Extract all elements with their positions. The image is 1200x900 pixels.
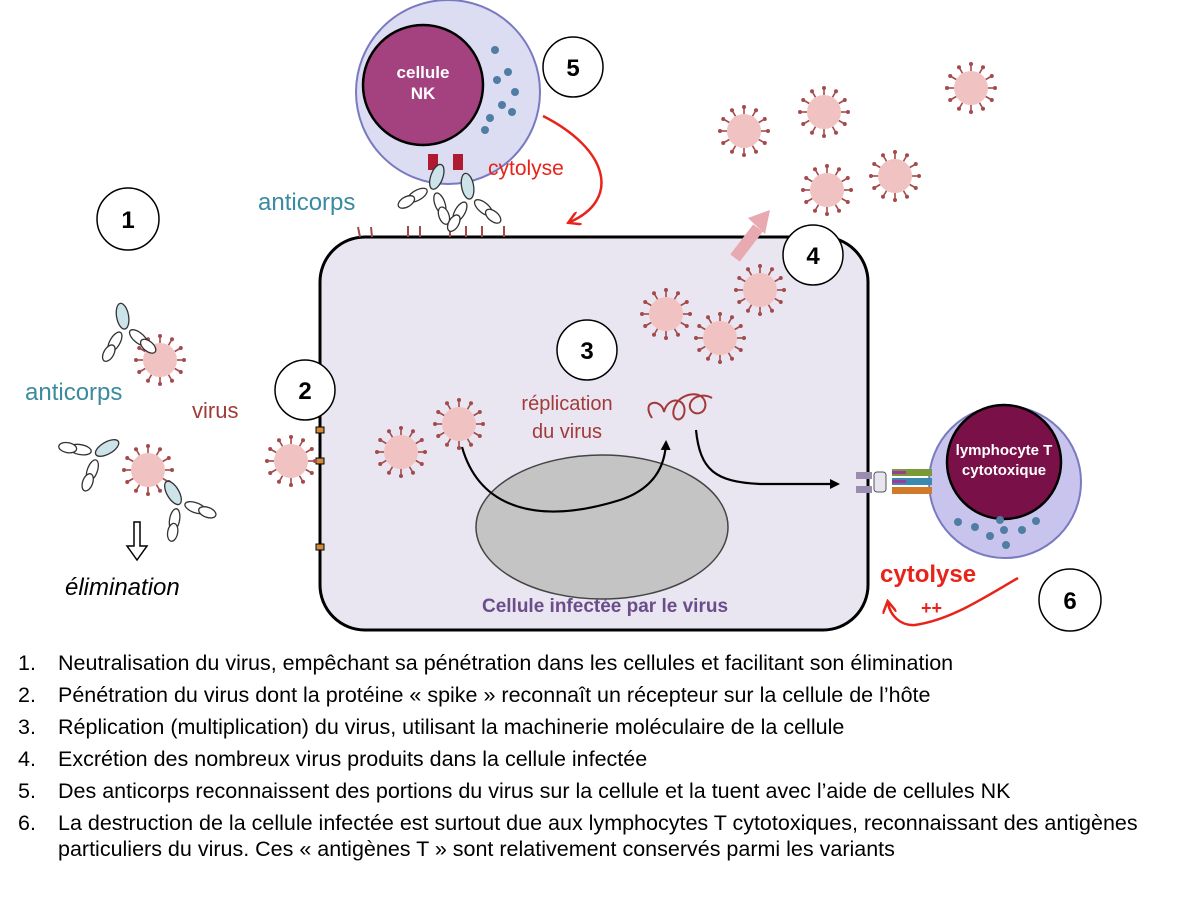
svg-text:2: 2: [298, 378, 311, 405]
virus-particle: [694, 312, 746, 364]
membrane-viral-antigens: [357, 226, 505, 238]
virus-group: [122, 62, 997, 496]
svg-text:4: 4: [806, 243, 820, 270]
nk-receptor: [453, 154, 463, 170]
nk-cell-label-1: cellule: [397, 63, 450, 82]
virus-particle: [945, 62, 997, 114]
virus-particle: [734, 264, 786, 316]
step-marker-2: 2: [274, 359, 336, 421]
virus-particle: [640, 288, 692, 340]
entry-to-replication-arrow: [460, 440, 671, 513]
step-text: La destruction de la cellule infectée es…: [58, 811, 1138, 861]
elimination-arrow: [125, 521, 149, 562]
virus-particle: [433, 398, 485, 450]
step-number: 3.: [18, 715, 36, 739]
svg-text:5: 5: [566, 55, 579, 82]
lymphocyte-label-1: lymphocyte T: [956, 442, 1053, 459]
step-item: 1. Neutralisation du virus, empêchant sa …: [18, 650, 1188, 676]
antibody: [164, 480, 217, 542]
step-item: 6. La destruction de la cellule infectée …: [18, 810, 1188, 862]
step-number: 6.: [18, 811, 36, 835]
antibody: [446, 172, 502, 233]
lymphocyte-label-2: cytotoxique: [962, 462, 1046, 479]
mhc-complex: [856, 486, 872, 493]
cell-nucleus: [475, 454, 729, 600]
step-marker-4: 4: [782, 224, 844, 286]
step-item: 3. Réplication (multiplication) du virus,…: [18, 714, 1188, 740]
svg-text:1: 1: [121, 207, 134, 234]
step-text: Pénétration du virus dont la protéine « …: [58, 683, 931, 707]
virus-particle: [798, 86, 850, 138]
virus-label: virus: [192, 398, 238, 423]
step-text: Excrétion des nombreux virus produits da…: [58, 747, 648, 771]
steps-list: 1. Neutralisation du virus, empêchant sa …: [18, 650, 1188, 868]
mhc-complex: [856, 472, 872, 479]
virus-particle: [265, 435, 317, 487]
plusplus-label: ++: [921, 598, 942, 618]
step-text: Réplication (multiplication) du virus, u…: [58, 715, 845, 739]
anticorps-label-top: anticorps: [258, 189, 355, 216]
virus-particle: [801, 164, 853, 216]
elimination-label: élimination: [65, 574, 180, 601]
step-number: 1.: [18, 651, 36, 675]
step-number: 5.: [18, 779, 36, 803]
step-marker-6: 6: [1038, 568, 1102, 632]
antibody: [101, 302, 157, 363]
cytolyse-label-top: cytolyse: [488, 157, 564, 180]
step-item: 2. Pénétration du virus dont la protéine …: [18, 682, 1188, 708]
cytolyse-lymphocyte-arrow: [888, 576, 1019, 627]
nk-cell-label-2: NK: [411, 84, 436, 103]
step-marker-5: 5: [542, 36, 604, 98]
virus-particle: [869, 150, 921, 202]
antibody: [397, 163, 451, 225]
nk-cell: cellule NK: [355, 0, 541, 185]
step-text: Neutralisation du virus, empêchant sa pé…: [58, 651, 954, 675]
tcr-receptor: [892, 469, 932, 476]
anticorps-label-left: anticorps: [25, 379, 122, 406]
step-number: 2.: [18, 683, 36, 707]
cytolyse-label-bottom: cytolyse: [880, 561, 976, 588]
step-text: Des anticorps reconnaissent des portions…: [58, 779, 1011, 803]
excretion-arrow: [730, 210, 770, 262]
replication-label-1: réplication: [521, 393, 612, 415]
step-marker-3: 3: [556, 319, 618, 381]
step-number: 4.: [18, 747, 36, 771]
svg-text:3: 3: [580, 338, 593, 365]
antibody-group: [58, 163, 502, 542]
virus-particle: [375, 426, 427, 478]
svg-text:6: 6: [1063, 588, 1076, 615]
immune-response-diagram: Cellule infectée par le virus cellule NK: [25, 0, 1102, 632]
lymphocyte-t-cell: lymphocyte T cytotoxique: [856, 403, 1082, 559]
virus-particle: [122, 444, 174, 496]
step-item: 4. Excrétion des nombreux virus produits …: [18, 746, 1188, 772]
step-item: 5. Des anticorps reconnaissent des portio…: [18, 778, 1188, 804]
tcr-receptor: [892, 487, 932, 494]
infected-cell-label: Cellule infectée par le virus: [482, 596, 728, 617]
tcr-receptor: [892, 478, 932, 485]
replication-label-2: du virus: [532, 421, 602, 443]
antigen-presentation-arrow: [694, 429, 840, 489]
virus-particle: [718, 105, 770, 157]
viral-rna-squiggle: [647, 393, 713, 421]
antibody: [58, 439, 120, 492]
cytolyse-nk-arrow: [542, 114, 603, 222]
step-marker-1: 1: [96, 187, 160, 251]
nk-receptor: [428, 154, 438, 170]
